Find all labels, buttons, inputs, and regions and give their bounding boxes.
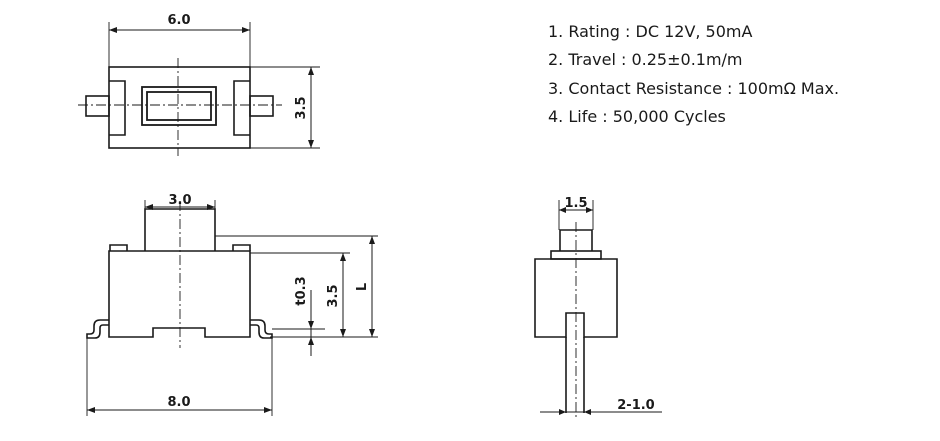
top-width-label: 6.0 [167, 13, 190, 28]
top-view-plunger-inner [146, 91, 212, 121]
travel-label: t0.3 [294, 276, 309, 305]
spec-life: 4. Life : 50,000 Cycles [548, 107, 726, 126]
length-label: 8.0 [167, 395, 190, 410]
side-view [534, 200, 662, 418]
terminal-width-label: 2-1.0 [617, 398, 654, 413]
spec-travel: 2. Travel : 0.25±0.1m/m [548, 50, 743, 69]
front-view-shoulders [109, 244, 251, 251]
side-view-terminal [565, 337, 585, 413]
front-view [86, 200, 378, 416]
top-view-left-terminal [85, 95, 110, 117]
spec-contact-resistance: 3. Contact Resistance : 100mΩ Max. [548, 79, 840, 98]
travel-arrows [308, 321, 314, 345]
plunger-width-arrows [145, 204, 215, 210]
terminal-width-arrows [559, 409, 591, 415]
side-width-label: 1.5 [564, 196, 587, 211]
top-view-right-bracket [233, 80, 250, 136]
front-view-left-terminal [86, 319, 109, 339]
top-view [78, 22, 320, 156]
front-view-right-terminal [250, 319, 273, 339]
top-view-body [108, 66, 251, 149]
side-view-body [534, 258, 618, 338]
top-view-right-terminal [249, 95, 274, 117]
front-view-body [108, 250, 251, 338]
side-width-arrows [559, 207, 593, 213]
top-view-plunger-outer [141, 86, 217, 126]
spec-rating: 1. Rating : DC 12V, 50mA [548, 22, 753, 41]
top-height-label: 3.5 [294, 96, 309, 119]
plunger-width-label: 3.0 [168, 193, 191, 208]
top-view-left-bracket [109, 80, 126, 136]
total-height-label: L [355, 283, 370, 291]
body-height-label: 3.5 [326, 284, 341, 307]
